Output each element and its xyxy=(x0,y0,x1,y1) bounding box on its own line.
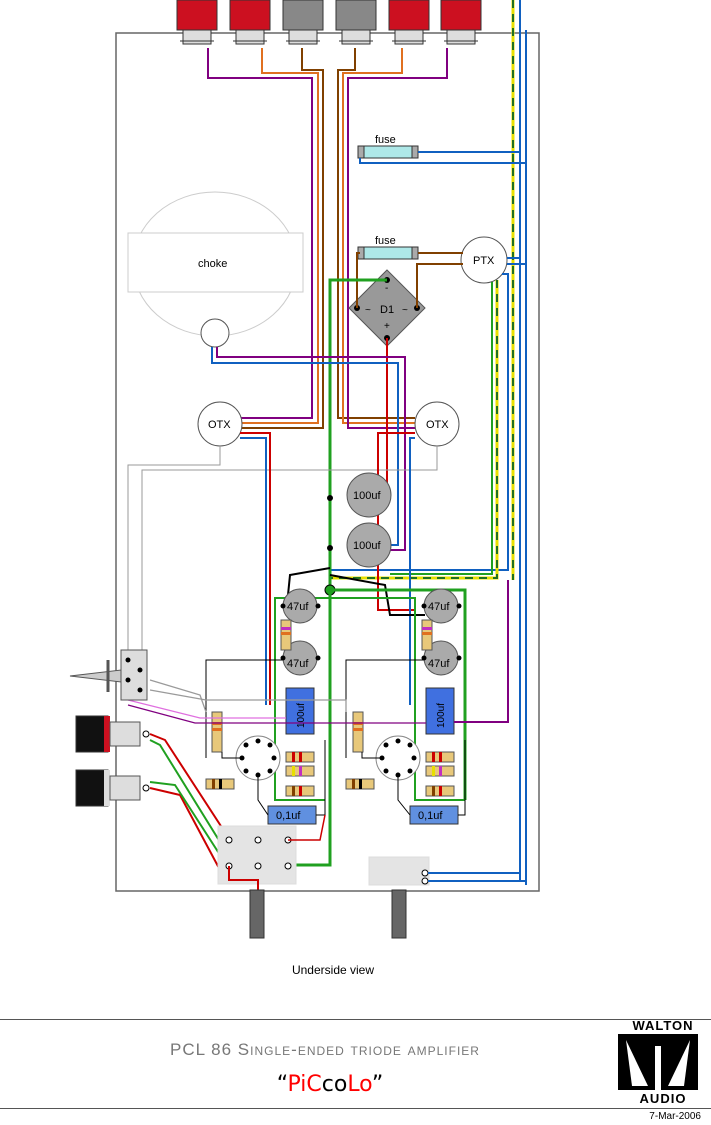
subtitle-part-3: co xyxy=(321,1072,348,1097)
choke: choke xyxy=(127,191,304,348)
cap-100uf-b-label: 100uf xyxy=(353,540,381,552)
cap-100uf-right-blue-label: 100uf xyxy=(436,703,447,728)
volume-knob-shaft[interactable] xyxy=(249,889,265,939)
cap-47uf-left-top-label: 47uf xyxy=(287,601,309,613)
fuse-top-label: fuse xyxy=(375,134,396,146)
cap-01uf-left-label: 0,1uf xyxy=(276,810,301,822)
d1-plus: + xyxy=(384,321,390,332)
cap-47uf-right-top: 47uf xyxy=(423,588,459,624)
footer-title: PCL 86 Single-ended triode amplifier xyxy=(170,1040,480,1059)
resistors-right xyxy=(345,711,455,797)
speaker-wiring xyxy=(207,48,448,429)
subtitle-close-quote: ” xyxy=(371,1072,384,1097)
chassis-outline xyxy=(115,32,540,892)
cap-47uf-right-top-label: 47uf xyxy=(428,601,450,613)
cap-100uf-a: 100uf xyxy=(346,472,392,518)
ptx-label: PTX xyxy=(473,255,495,267)
document-date: 7-Mar-2006 xyxy=(649,1111,701,1122)
speaker-terminals xyxy=(176,0,482,45)
subtitle-part-1: Pi xyxy=(287,1072,307,1097)
otx-right: OTX xyxy=(414,401,460,447)
otx-right-label: OTX xyxy=(426,419,449,431)
choke-label: choke xyxy=(198,258,227,270)
fuse-middle-label: fuse xyxy=(375,235,396,247)
d1-ac-left: ~ xyxy=(365,305,371,316)
walton-logo xyxy=(618,1034,698,1090)
tube-socket-left xyxy=(235,735,281,781)
mains-cable xyxy=(511,0,527,885)
rca-input-1[interactable] xyxy=(75,715,150,753)
otx-left-label: OTX xyxy=(208,419,231,431)
cap-01uf-right: 0,1uf xyxy=(409,805,459,825)
input-selector-switch[interactable] xyxy=(69,649,148,701)
d1-ac-right: ~ xyxy=(402,305,408,316)
d1-minus: - xyxy=(385,283,388,294)
d1-label: D1 xyxy=(380,304,394,316)
brand-top: WALTON xyxy=(632,1018,694,1033)
cap-100uf-left-blue: 100uf xyxy=(285,687,315,735)
subtitle-part-4: Lo xyxy=(347,1072,372,1097)
subtitle-part-2: C xyxy=(306,1072,322,1097)
footer-subtitle: “PiCcoLo” xyxy=(0,1072,660,1097)
cap-47uf-left-bottom-label: 47uf xyxy=(287,658,309,670)
cap-01uf-left: 0,1uf xyxy=(267,805,317,825)
diagram-caption: Underside view xyxy=(291,963,375,977)
volume-pot[interactable] xyxy=(217,825,297,885)
tube-socket-right xyxy=(375,735,421,781)
cap-100uf-a-label: 100uf xyxy=(353,490,381,502)
footer-rule-bottom xyxy=(0,1108,711,1109)
power-transformer: PTX xyxy=(460,236,508,284)
brand-bottom: AUDIO xyxy=(639,1091,687,1106)
cap-100uf-left-blue-label: 100uf xyxy=(296,703,307,728)
footer-rule-top xyxy=(0,1019,711,1020)
power-knob-shaft[interactable] xyxy=(391,889,407,939)
cap-01uf-right-label: 0,1uf xyxy=(418,810,443,822)
cap-47uf-left-top: 47uf xyxy=(282,588,318,624)
cap-47uf-right-bottom-label: 47uf xyxy=(428,658,450,670)
rca-input-2[interactable] xyxy=(75,769,150,807)
fuse-top: fuse xyxy=(357,134,419,159)
cap-100uf-right-blue: 100uf xyxy=(425,687,455,735)
cap-100uf-b: 100uf xyxy=(346,522,392,568)
power-switch[interactable] xyxy=(368,856,430,886)
otx-left: OTX xyxy=(197,401,243,447)
fuse-middle: fuse xyxy=(357,235,419,260)
subtitle-open-quote: “ xyxy=(276,1072,288,1097)
